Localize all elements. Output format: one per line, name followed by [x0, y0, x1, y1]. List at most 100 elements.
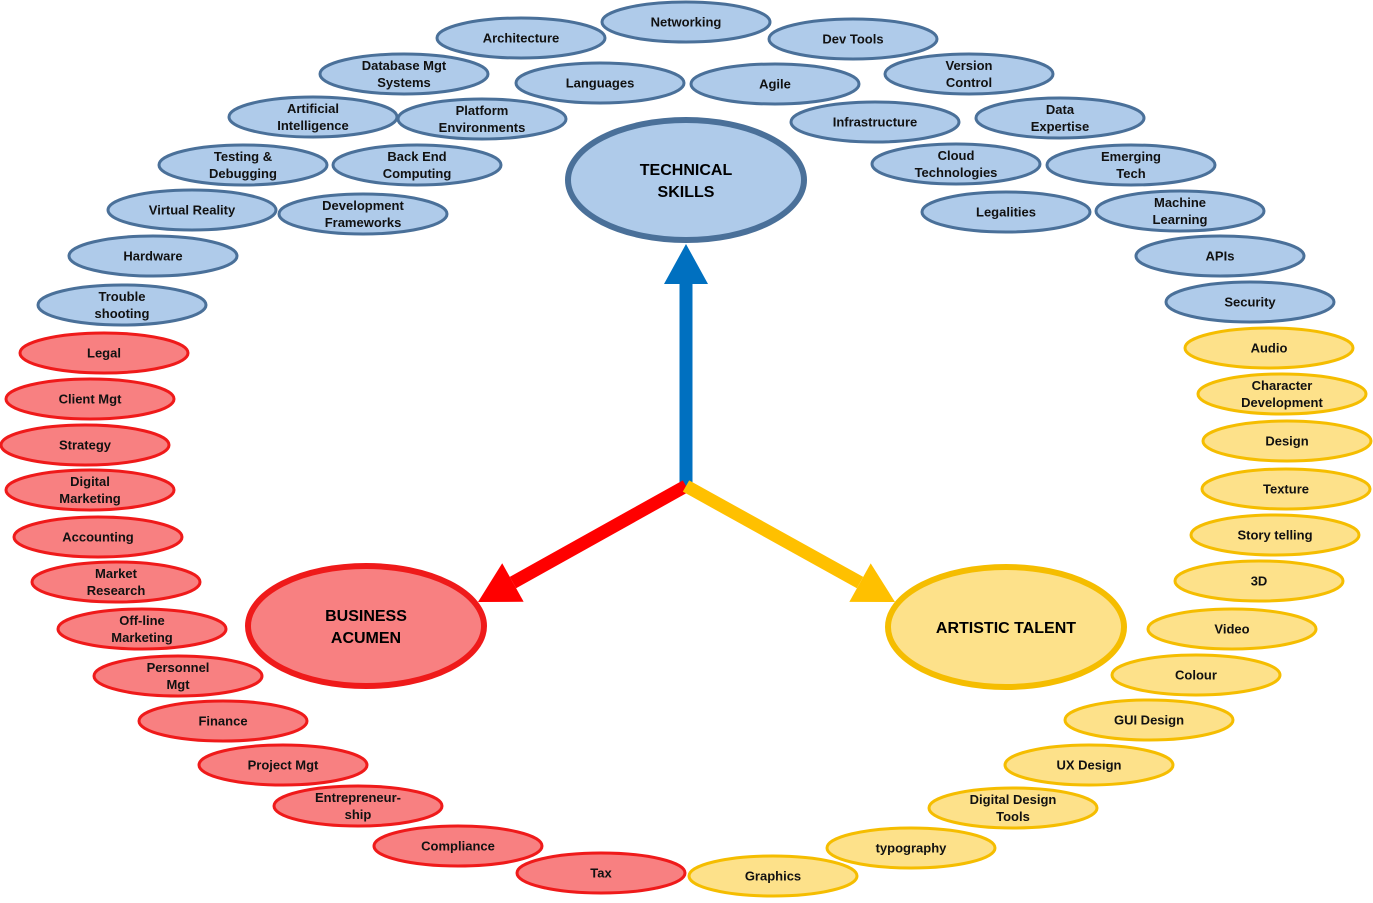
business-node-ellipse — [18, 331, 190, 375]
technical-node-languages: Languages — [514, 61, 686, 105]
business-node-legal: Legal — [18, 331, 190, 375]
technical-node-label: Tech — [1116, 166, 1145, 181]
technical-node-ellipse — [883, 52, 1055, 96]
technical-hub-ellipse — [565, 117, 807, 243]
business-node-project-mgt: Project Mgt — [197, 743, 369, 787]
technical-node-ellipse — [36, 283, 208, 327]
artistic-node-label: Digital Design — [970, 792, 1057, 807]
business-node-label: Mgt — [166, 677, 190, 692]
technical-node-dev-tools: Dev Tools — [767, 17, 939, 61]
technical-node-label: Cloud — [938, 148, 975, 163]
artistic-node-design: Design — [1201, 419, 1373, 463]
artistic-node-audio: Audio — [1183, 326, 1355, 370]
technical-node-label: shooting — [95, 306, 150, 321]
technical-node-ellipse — [974, 96, 1146, 140]
arrow-to-business — [478, 480, 690, 602]
technical-hub-label: SKILLS — [658, 184, 715, 201]
technical-node-label: Legalities — [976, 205, 1036, 220]
business-node-label: Tax — [590, 866, 612, 881]
technical-node-ellipse — [920, 190, 1092, 234]
artistic-node-label: Audio — [1251, 341, 1288, 356]
technical-node-trouble-shooting: Trouble shooting — [36, 283, 208, 327]
artistic-hub-ellipse — [885, 564, 1127, 690]
technical-node-ellipse — [689, 62, 861, 106]
artistic-node-label: UX Design — [1056, 758, 1121, 773]
technical-node-label: Data — [1046, 102, 1075, 117]
artistic-node-label: Design — [1265, 434, 1308, 449]
artistic-hub-label: ARTISTIC TALENT — [936, 620, 1076, 637]
artistic-node-3d: 3D — [1173, 559, 1345, 603]
technical-node-ellipse — [396, 97, 568, 141]
technical-node-agile: Agile — [689, 62, 861, 106]
artistic-node-ux-design: UX Design — [1003, 743, 1175, 787]
business-node-client-mgt: Client Mgt — [4, 377, 176, 421]
technical-node-label: Infrastructure — [833, 115, 918, 130]
artistic-node-ellipse — [1196, 372, 1368, 416]
business-node-label: Accounting — [62, 530, 134, 545]
technical-node-label: Languages — [566, 76, 635, 91]
technical-node-label: Security — [1224, 295, 1276, 310]
artistic-node-texture: Texture — [1200, 467, 1372, 511]
technical-node-legalities: Legalities — [920, 190, 1092, 234]
artistic-node-colour: Colour — [1110, 653, 1282, 697]
artistic-node-ellipse — [1003, 743, 1175, 787]
business-node-label: Research — [87, 583, 146, 598]
artistic-node-ellipse — [1189, 513, 1361, 557]
technical-node-virtual-reality: Virtual Reality — [106, 188, 278, 232]
business-node-label: Entrepreneur- — [315, 790, 401, 805]
technical-node-label: Control — [946, 75, 992, 90]
business-node-label: Project Mgt — [248, 758, 319, 773]
technical-node-ellipse — [1134, 234, 1306, 278]
technical-node-label: Trouble — [99, 289, 146, 304]
technical-node-ellipse — [600, 0, 772, 44]
artistic-node-label: Story telling — [1237, 528, 1312, 543]
business-node-ellipse — [4, 468, 176, 512]
technical-node-ellipse — [106, 188, 278, 232]
technical-node-label: Version — [946, 58, 993, 73]
artistic-node-label: Video — [1214, 622, 1249, 637]
technical-node-label: Machine — [1154, 195, 1206, 210]
technical-node-architecture: Architecture — [435, 16, 607, 60]
business-node-ellipse — [0, 423, 171, 467]
business-node-label: Personnel — [147, 660, 210, 675]
technical-node-label: Systems — [377, 75, 430, 90]
business-node-label: ship — [345, 807, 372, 822]
technical-node-ellipse — [331, 143, 503, 187]
technical-node-ellipse — [870, 142, 1042, 186]
business-node-label: Client Mgt — [59, 392, 122, 407]
artistic-node-ellipse — [1063, 698, 1235, 742]
business-node-tax: Tax — [515, 851, 687, 895]
technical-node-testing-debugging: Testing &Debugging — [157, 143, 329, 187]
technical-node-ellipse — [277, 192, 449, 236]
technical-node-security: Security — [1164, 280, 1336, 324]
artistic-node-label: Development — [1241, 395, 1323, 410]
business-node-entrepreneur-ship: Entrepreneur-ship — [272, 784, 444, 828]
business-node-label: Marketing — [59, 491, 120, 506]
business-node-strategy: Strategy — [0, 423, 171, 467]
business-hub-label: BUSINESS — [325, 608, 407, 625]
business-node-ellipse — [56, 607, 228, 651]
business-node-label: Strategy — [59, 438, 112, 453]
technical-node-ellipse — [1045, 143, 1217, 187]
technical-node-ellipse — [514, 61, 686, 105]
artistic-node-ellipse — [1146, 607, 1318, 651]
arrow-to-technical — [664, 244, 708, 486]
artistic-node-label: Graphics — [745, 869, 801, 884]
business-node-ellipse — [272, 784, 444, 828]
artistic-node-label: GUI Design — [1114, 713, 1184, 728]
artistic-node-ellipse — [1200, 467, 1372, 511]
business-node-ellipse — [92, 654, 264, 698]
technical-node-label: Debugging — [209, 166, 277, 181]
technical-node-label: Artificial — [287, 101, 339, 116]
artistic-node-label: 3D — [1251, 574, 1268, 589]
